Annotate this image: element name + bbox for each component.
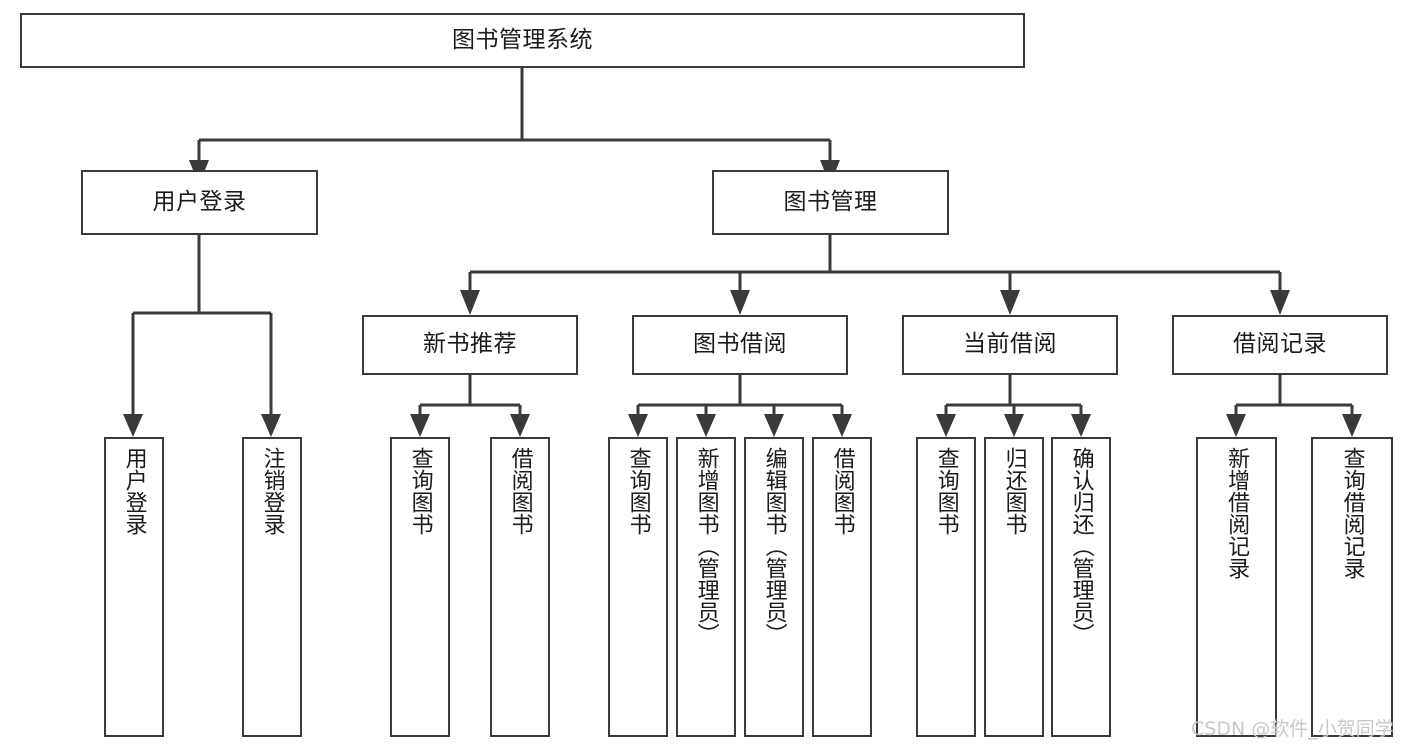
node-label: 查询借阅记录 xyxy=(1339,447,1365,579)
node-user-login[interactable]: 用户登录 xyxy=(81,170,318,235)
node-label: 编辑图书（管理员） xyxy=(761,447,787,645)
leaf-query-borrow-record[interactable]: 查询借阅记录 xyxy=(1311,437,1393,737)
node-label: 图书管理 xyxy=(783,188,878,215)
leaf-user-login[interactable]: 用户登录 xyxy=(104,437,164,737)
node-book-management[interactable]: 图书管理 xyxy=(712,170,949,235)
leaf-return-book[interactable]: 归还图书 xyxy=(984,437,1044,737)
watermark: CSDN @软件_小贺同学 xyxy=(1191,718,1394,740)
node-borrow-record[interactable]: 借阅记录 xyxy=(1172,315,1388,375)
node-root-system[interactable]: 图书管理系统 xyxy=(20,13,1025,68)
leaf-query-book-current[interactable]: 查询图书 xyxy=(916,437,976,737)
node-label: 图书管理系统 xyxy=(452,26,593,53)
node-label: 归还图书 xyxy=(1001,447,1027,535)
leaf-borrow-book[interactable]: 借阅图书 xyxy=(812,437,872,737)
node-current-borrow[interactable]: 当前借阅 xyxy=(902,315,1118,375)
leaf-add-borrow-record[interactable]: 新增借阅记录 xyxy=(1196,437,1277,737)
node-label: 图书借阅 xyxy=(693,331,787,358)
node-label: 当前借阅 xyxy=(963,331,1057,358)
node-label: 查询图书 xyxy=(933,447,959,535)
leaf-confirm-return-admin[interactable]: 确认归还（管理员） xyxy=(1051,437,1111,737)
node-label: 用户登录 xyxy=(152,188,247,215)
node-label: 借阅图书 xyxy=(829,447,855,535)
node-label: 查询图书 xyxy=(625,447,651,535)
leaf-query-book-borrow[interactable]: 查询图书 xyxy=(608,437,668,737)
leaf-query-book-recommend[interactable]: 查询图书 xyxy=(390,437,450,737)
node-label: 借阅图书 xyxy=(507,447,533,535)
node-label: 注销登录 xyxy=(259,447,285,535)
node-label: 确认归还（管理员） xyxy=(1068,447,1094,645)
node-label: 查询图书 xyxy=(407,447,433,535)
leaf-logout[interactable]: 注销登录 xyxy=(242,437,302,737)
node-label: 新增借阅记录 xyxy=(1224,447,1250,579)
node-label: 用户登录 xyxy=(121,447,147,535)
node-label: 借阅记录 xyxy=(1233,331,1327,358)
node-new-book-recommend[interactable]: 新书推荐 xyxy=(362,315,578,375)
node-book-borrow[interactable]: 图书借阅 xyxy=(632,315,848,375)
leaf-borrow-book-recommend[interactable]: 借阅图书 xyxy=(490,437,550,737)
node-label: 新增图书（管理员） xyxy=(693,447,719,645)
leaf-edit-book-admin[interactable]: 编辑图书（管理员） xyxy=(744,437,804,737)
leaf-add-book-admin[interactable]: 新增图书（管理员） xyxy=(676,437,736,737)
node-label: 新书推荐 xyxy=(423,331,517,358)
